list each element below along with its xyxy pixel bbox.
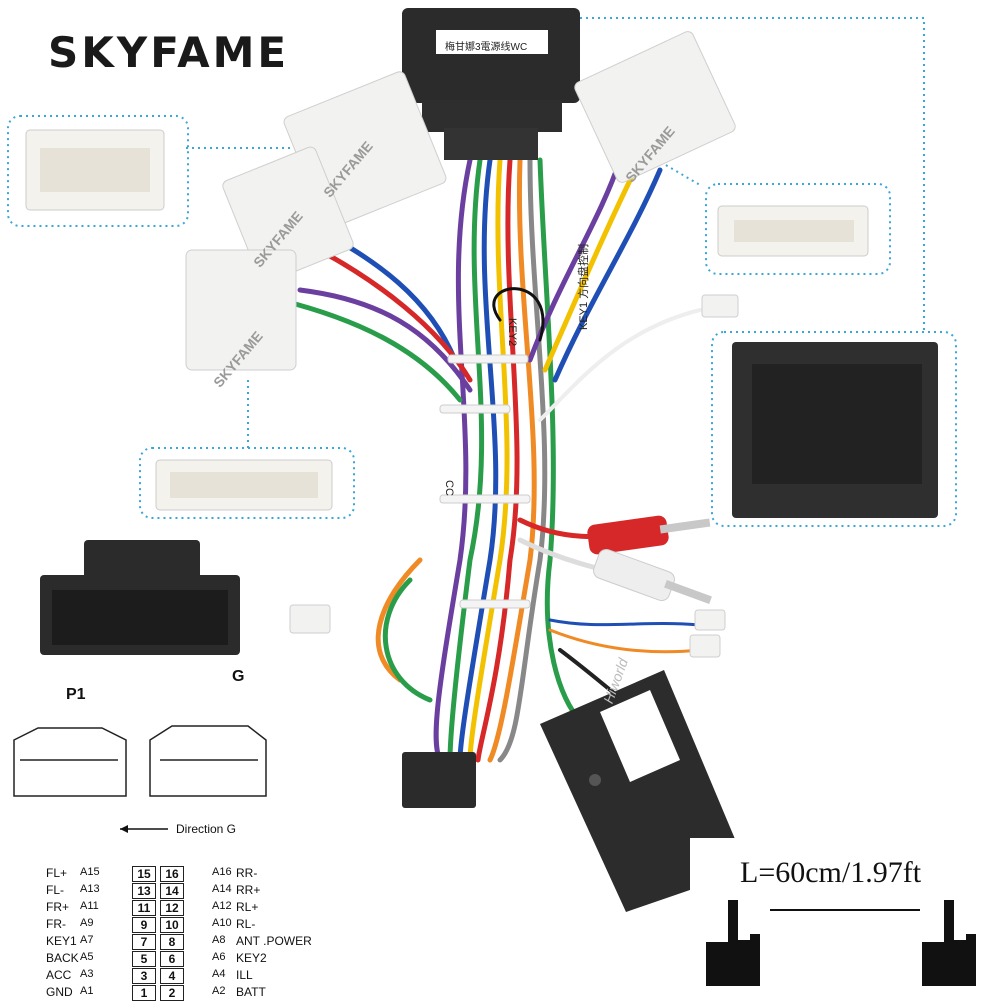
pin-function-label: RR-	[236, 866, 258, 880]
pin-number: 12	[160, 900, 184, 916]
pin-code-label: A3	[80, 968, 94, 980]
head-unit-connector	[40, 540, 240, 655]
pin-function-label: KEY1	[46, 934, 77, 948]
pin-code-label: A11	[80, 900, 99, 912]
pin-code-label: A13	[80, 883, 100, 895]
pin-number: 7	[132, 934, 156, 950]
connector-line-drawings	[13, 725, 267, 797]
pin-function-label: ACC	[46, 968, 72, 982]
pin-number: 6	[160, 951, 184, 967]
pin-code-label: A2	[212, 985, 226, 997]
pin-function-label: FR+	[46, 900, 70, 914]
pin-number: 10	[160, 917, 184, 933]
pin-number: 16	[160, 866, 184, 882]
p1-label: P1	[66, 686, 86, 703]
pin-number: 5	[132, 951, 156, 967]
callout-lines	[7, 17, 957, 527]
pin-function-label: RR+	[236, 883, 261, 897]
pin-code-label: A15	[80, 866, 100, 878]
pin-code-label: A9	[80, 917, 94, 929]
tape-key1: KEY1 方向盘控制	[578, 243, 590, 330]
pin-function-label: FL+	[46, 866, 68, 880]
pin-number: 11	[132, 900, 156, 916]
pin-number: 15	[132, 866, 156, 882]
direction-arrowhead	[120, 825, 128, 833]
pin-function-label: RL+	[236, 900, 259, 914]
pin-code-label: A5	[80, 951, 94, 963]
pin-code-label: A1	[80, 985, 94, 997]
tape-key2: KEY2	[506, 318, 518, 347]
pin-number: 9	[132, 917, 156, 933]
pin-code-label: A7	[80, 934, 94, 946]
pin-number: 4	[160, 968, 184, 984]
tape-cc: CC	[443, 480, 455, 496]
bottom-black-connector	[402, 752, 476, 808]
brand-logo: SKYFAME	[48, 28, 290, 77]
g-label: G	[232, 668, 245, 685]
callout-pin-details	[25, 129, 938, 518]
pin-code-label: A12	[212, 900, 232, 912]
pin-code-label: A4	[212, 968, 226, 980]
pin-function-label: FR-	[46, 917, 66, 931]
pin-code-label: A6	[212, 951, 226, 963]
direction-label: Direction G	[176, 822, 237, 836]
pointing-hand-icon	[914, 896, 984, 996]
pin-number: 2	[160, 985, 184, 1001]
pin-function-label: RL-	[236, 917, 256, 931]
length-label: L=60cm/1.97ft	[740, 856, 922, 889]
pin-function-label: BACK	[46, 951, 79, 965]
pin-code-label: A14	[212, 883, 232, 895]
pin-function-label: KEY2	[236, 951, 267, 965]
top-black-connector	[402, 8, 580, 160]
cable-label: 梅甘娜3電源线WC	[445, 42, 528, 53]
pin-function-label: FL-	[46, 883, 64, 897]
pin-function-label: ILL	[236, 968, 253, 982]
pin-function-label: BATT	[236, 985, 266, 999]
white-connectors	[185, 31, 739, 658]
pin-number: 8	[160, 934, 184, 950]
rca-plugs	[587, 515, 712, 604]
pin-number: 1	[132, 985, 156, 1001]
pin-code-label: A8	[212, 934, 226, 946]
pin-number: 13	[132, 883, 156, 899]
pin-number: 14	[160, 883, 184, 899]
pin-function-label: ANT .POWER	[236, 934, 312, 948]
pin-code-label: A10	[212, 917, 232, 929]
cable-ties	[439, 354, 531, 609]
pin-number: 3	[132, 968, 156, 984]
pointing-hand-icon	[698, 896, 768, 996]
pin-code-label: A16	[212, 866, 232, 878]
pin-function-label: GND	[46, 985, 73, 999]
